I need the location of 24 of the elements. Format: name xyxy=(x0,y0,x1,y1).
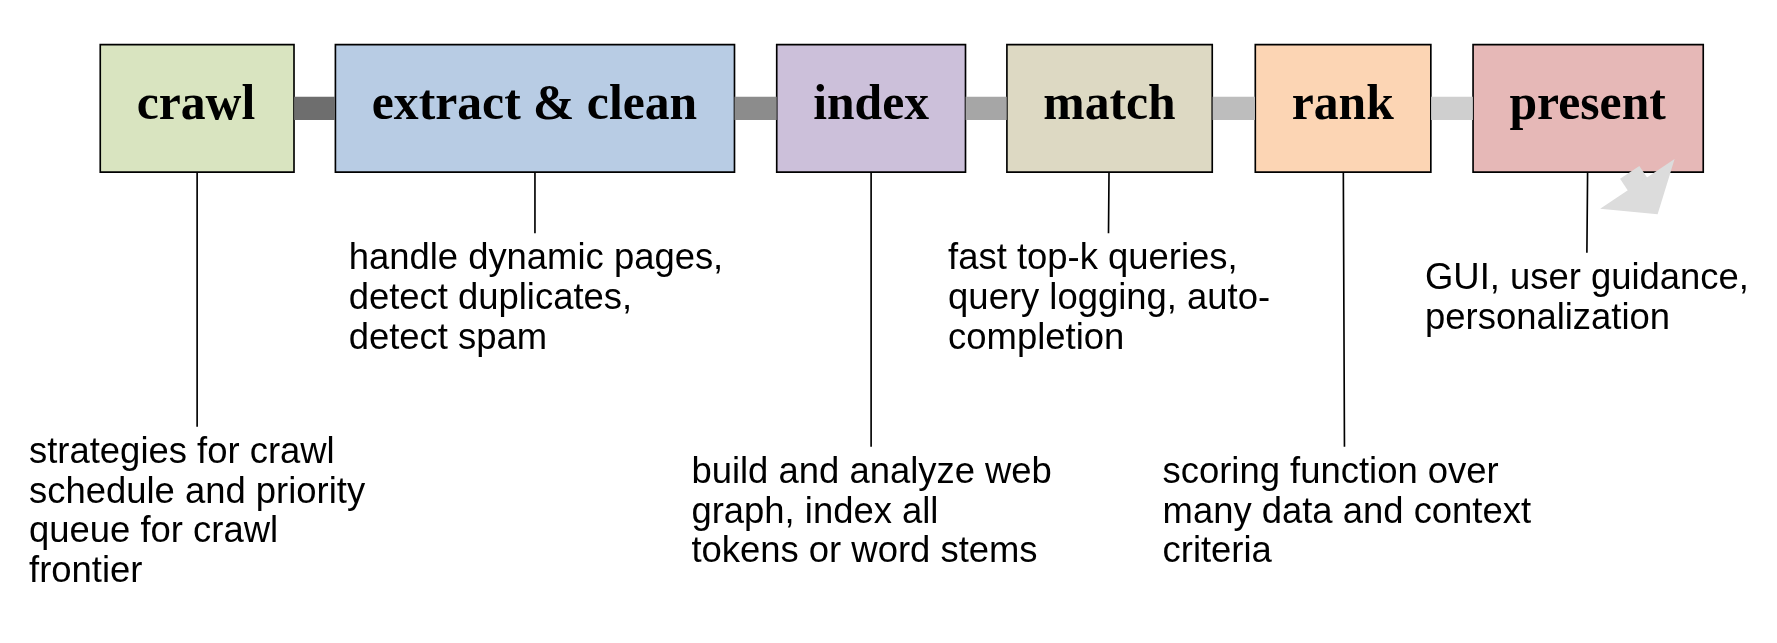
node-text: build and analyze web graph, index all tokens or word stems xyxy=(691,449,1052,570)
connector xyxy=(965,96,1007,120)
node-text: GUI, user guidance, personalization xyxy=(1425,255,1749,337)
node-box: rank xyxy=(1254,43,1432,173)
connector xyxy=(734,96,777,120)
connector xyxy=(196,171,198,428)
connector xyxy=(534,171,536,234)
node-box: present xyxy=(1472,43,1705,173)
node-text: strategies for crawl schedule and priority queue for crawl frontier xyxy=(29,429,366,590)
connector xyxy=(294,96,336,120)
node-text: scoring function over many data and context criteria xyxy=(1162,449,1532,570)
connector xyxy=(1342,171,1346,448)
connector xyxy=(1586,171,1589,254)
arrow xyxy=(1600,158,1675,214)
connector xyxy=(870,171,872,448)
node-box: index xyxy=(775,43,967,173)
node-text: handle dynamic pages, detect duplicates, detect spam xyxy=(348,235,724,357)
connector xyxy=(1212,96,1255,120)
node-box: extract & clean xyxy=(334,43,736,173)
node-box: crawl xyxy=(99,43,295,173)
node-box: match xyxy=(1006,43,1214,173)
node-text: fast top-k queries, query logging, auto-completion xyxy=(948,235,1271,357)
connector xyxy=(1431,96,1473,120)
connector xyxy=(1107,171,1110,234)
